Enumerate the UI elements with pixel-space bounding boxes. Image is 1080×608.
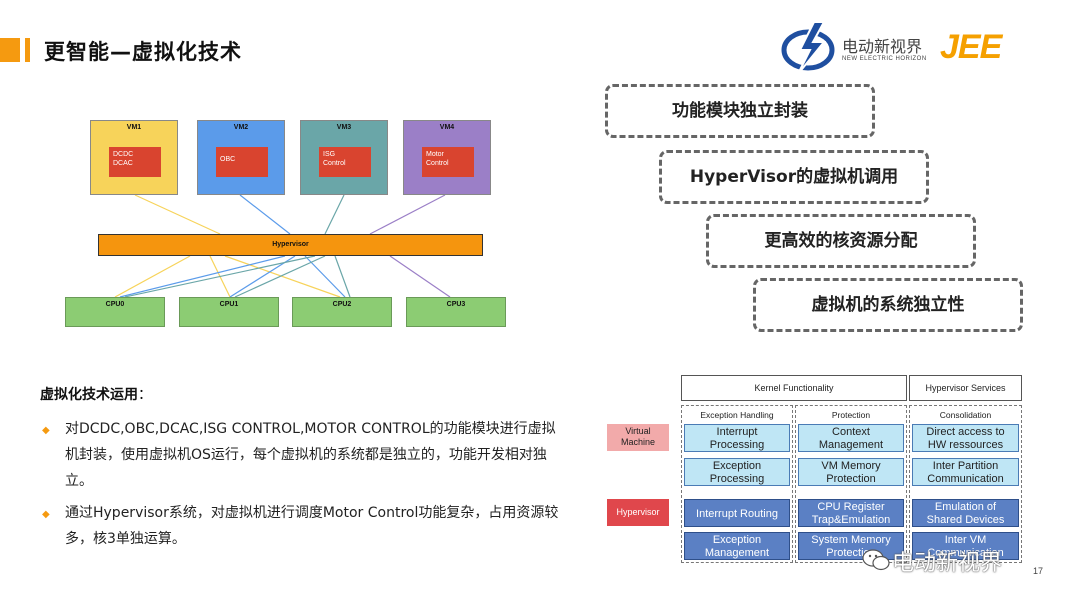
- diamond-bullet-icon: ◆: [42, 425, 50, 436]
- vm1-function: DCDC DCAC: [109, 147, 161, 177]
- cpu0-box: CPU0: [65, 297, 165, 327]
- vm2-box: VM2 OBC: [197, 120, 285, 195]
- cell-exception-processing: Exception Processing: [684, 458, 790, 486]
- diagram-connectors: [114, 194, 451, 298]
- cell-exception-management: Exception Management: [684, 532, 790, 560]
- cell-vm-memory-protection: VM Memory Protection: [798, 458, 904, 486]
- title-accent-bar: [0, 38, 20, 62]
- text-heading-label: 虚拟化技术运用: [40, 387, 138, 403]
- cell-interrupt-routing: Interrupt Routing: [684, 499, 790, 527]
- cpu1-box: CPU1: [179, 297, 279, 327]
- cell-cpu-register-trap: CPU Register Trap&Emulation: [798, 499, 904, 527]
- cell-inter-vm-communication: Inter VM Communication: [912, 532, 1019, 560]
- logo-en-text: NEW ELECTRIC HORIZON: [842, 56, 927, 62]
- cell-context-management: Context Management: [798, 424, 904, 452]
- column-consolidation: [909, 405, 1022, 563]
- text-heading: 虚拟化技术运用：: [40, 384, 560, 404]
- bullet-item: ◆ 通过Hypervisor系统，对虚拟机进行调度Motor Control功能…: [40, 500, 560, 552]
- brand-logo: 电动新视界 NEW ELECTRIC HORIZON JEE: [780, 20, 1050, 80]
- bullet-item: ◆ 对DCDC,OBC,DCAC,ISG CONTROL,MOTOR CONTR…: [40, 416, 560, 494]
- virtualization-diagram: VM1 DCDC DCAC VM2 OBC VM3 ISG Control VM…: [60, 115, 510, 335]
- side-label-virtual-machine: Virtual Machine: [607, 424, 669, 451]
- vm4-function: Motor Control: [422, 147, 474, 177]
- page-number: 17: [1033, 566, 1044, 576]
- cpu3-box: CPU3: [406, 297, 506, 327]
- vm2-function: OBC: [216, 147, 268, 177]
- column-protection: [795, 405, 907, 563]
- watermark-text: 电动新视界: [892, 551, 1003, 576]
- wechat-icon: [862, 549, 890, 571]
- title-accent-bar-thin: [25, 38, 30, 62]
- column-exception-handling: [681, 405, 793, 563]
- vm1-label: VM1: [126, 124, 142, 131]
- text-heading-colon: ：: [138, 387, 152, 403]
- vm3-label: VM3: [336, 124, 352, 131]
- vm3-box: VM3 ISG Control: [300, 120, 388, 195]
- head-hypervisor-services: Hypervisor Services: [909, 375, 1022, 401]
- vm4-box: VM4 Motor Control: [403, 120, 491, 195]
- vm2-label: VM2: [233, 124, 249, 131]
- vm1-box: VM1 DCDC DCAC: [90, 120, 178, 195]
- description-text: 虚拟化技术运用： ◆ 对DCDC,OBC,DCAC,ISG CONTROL,MO…: [40, 384, 560, 558]
- feature-box-4: 虚拟机的系统独立性: [753, 278, 1023, 332]
- side-label-hypervisor: Hypervisor: [607, 499, 669, 526]
- page-title: 更智能—虚拟化技术: [44, 40, 242, 64]
- bullet-text: 对DCDC,OBC,DCAC,ISG CONTROL,MOTOR CONTROL…: [65, 421, 556, 489]
- bullet-text: 通过Hypervisor系统，对虚拟机进行调度Motor Control功能复杂…: [65, 505, 559, 547]
- kernel-functionality-table: Kernel Functionality Hypervisor Services…: [605, 375, 1025, 565]
- logo-cn-text: 电动新视界: [842, 37, 923, 56]
- feature-box-1: 功能模块独立封装: [605, 84, 875, 138]
- cell-system-memory-protection: System Memory Protection: [798, 532, 904, 560]
- cell-inter-partition-communication: Inter Partition Communication: [912, 458, 1019, 486]
- logo-jee-text: JEE: [940, 28, 1002, 66]
- diamond-bullet-icon: ◆: [42, 509, 50, 520]
- feature-box-3: 更高效的核资源分配: [706, 214, 976, 268]
- cell-emulation-shared-devices: Emulation of Shared Devices: [912, 499, 1019, 527]
- feature-box-2: HyperVisor的虚拟机调用: [659, 150, 929, 204]
- cell-direct-access-hw: Direct access to HW ressources: [912, 424, 1019, 452]
- column-title-exception-handling: Exception Handling: [700, 410, 774, 420]
- head-kernel-functionality: Kernel Functionality: [681, 375, 907, 401]
- hypervisor-bar: Hypervisor: [98, 234, 483, 256]
- vm4-label: VM4: [439, 124, 455, 131]
- cell-interrupt-processing: Interrupt Processing: [684, 424, 790, 452]
- column-title-protection: Protection: [831, 410, 871, 420]
- vm3-function: ISG Control: [319, 147, 371, 177]
- cpu2-box: CPU2: [292, 297, 392, 327]
- column-title-consolidation: Consolidation: [939, 410, 992, 420]
- lightning-globe-icon: [781, 21, 835, 75]
